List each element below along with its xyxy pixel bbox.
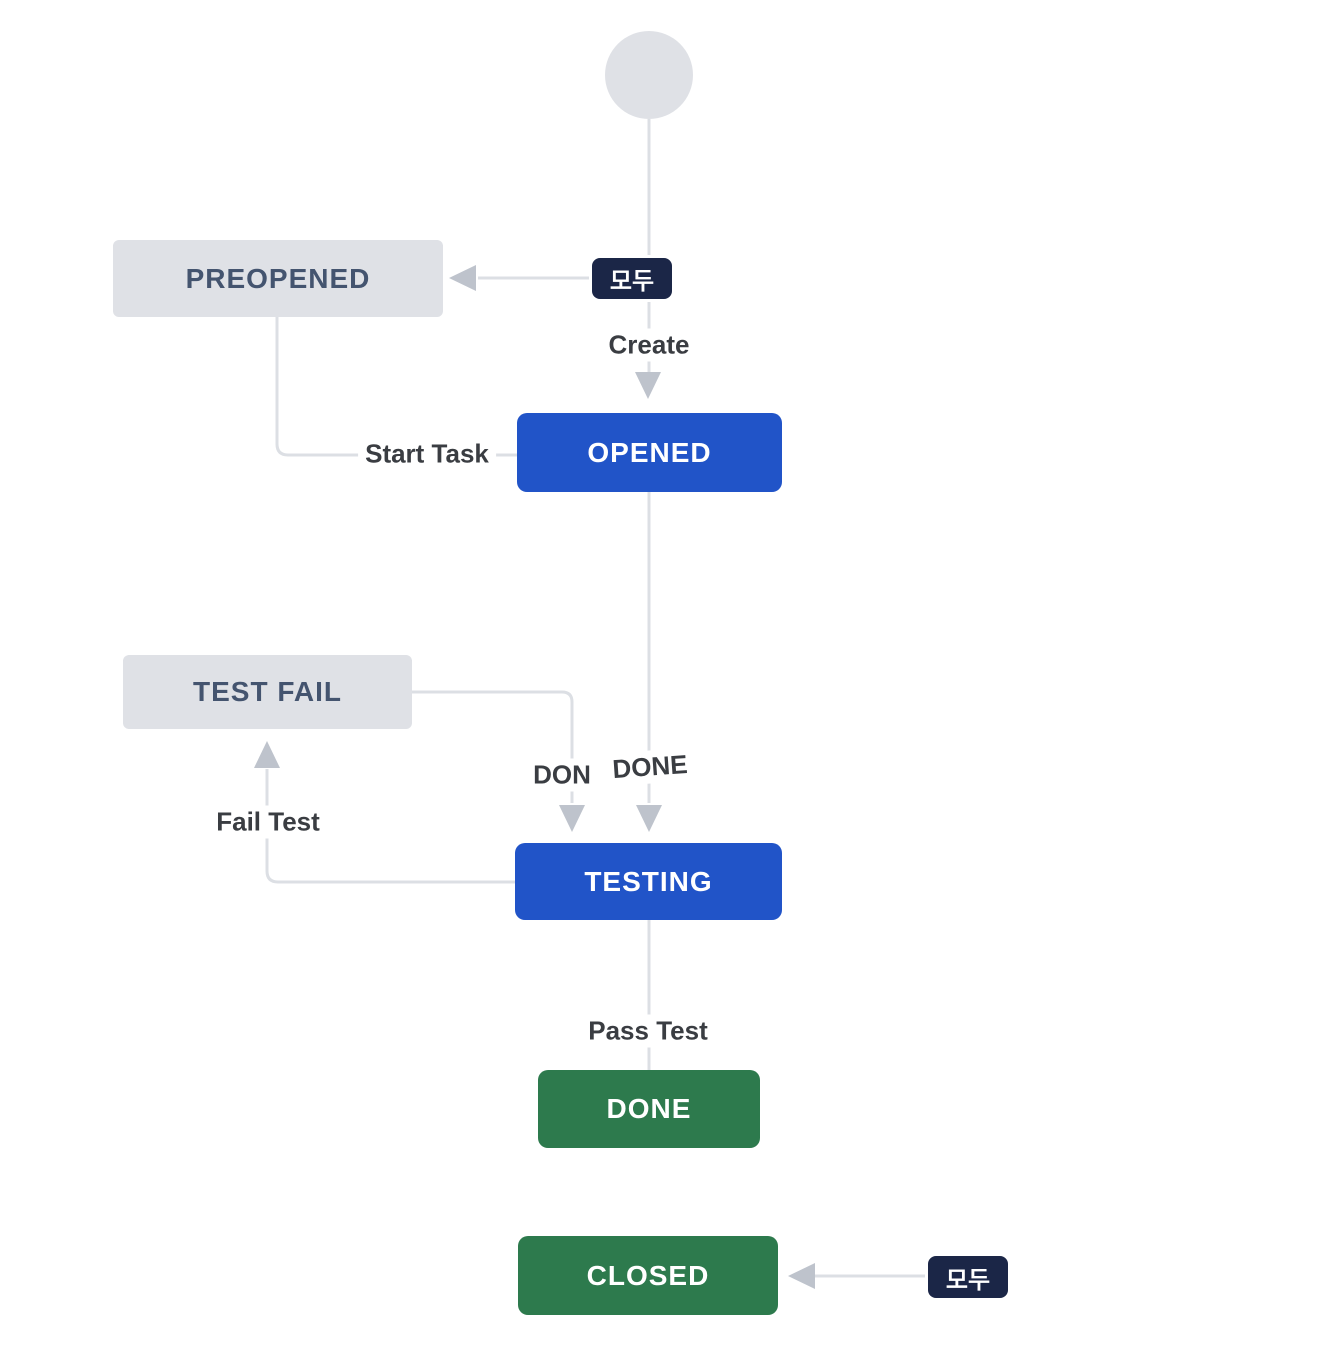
status-node-done[interactable]: DONE bbox=[538, 1070, 760, 1148]
status-node-test-fail[interactable]: TEST FAIL bbox=[123, 655, 412, 729]
arrowhead-into-opened bbox=[635, 372, 661, 399]
edge-start-task-line bbox=[275, 317, 517, 457]
edge-fail-test-line bbox=[265, 769, 515, 884]
transition-label-fail-test[interactable]: Fail Test bbox=[209, 805, 327, 839]
transition-label-create[interactable]: Create bbox=[601, 328, 697, 362]
arrowhead-into-testing-left bbox=[559, 805, 585, 832]
status-node-opened[interactable]: OPENED bbox=[517, 413, 782, 492]
transition-badge-all-top[interactable]: 모두 bbox=[592, 258, 672, 299]
transition-label-don[interactable]: DON bbox=[526, 758, 598, 792]
arrowhead-into-testing-right bbox=[636, 805, 662, 832]
edge-don-testfail-to-testing-line bbox=[412, 690, 574, 803]
start-node-circle bbox=[605, 31, 693, 119]
transition-label-start-task[interactable]: Start Task bbox=[358, 437, 496, 471]
arrowhead-into-closed bbox=[788, 1263, 815, 1289]
transition-badge-all-bottom[interactable]: 모두 bbox=[928, 1256, 1008, 1298]
arrowhead-into-testfail bbox=[254, 741, 280, 768]
transition-label-done[interactable]: DONE bbox=[604, 747, 696, 787]
status-node-testing[interactable]: TESTING bbox=[515, 843, 782, 920]
transition-label-pass-test[interactable]: Pass Test bbox=[581, 1014, 715, 1048]
status-node-closed[interactable]: CLOSED bbox=[518, 1236, 778, 1315]
status-node-preopened[interactable]: PREOPENED bbox=[113, 240, 443, 317]
arrowhead-into-preopened bbox=[449, 265, 476, 291]
